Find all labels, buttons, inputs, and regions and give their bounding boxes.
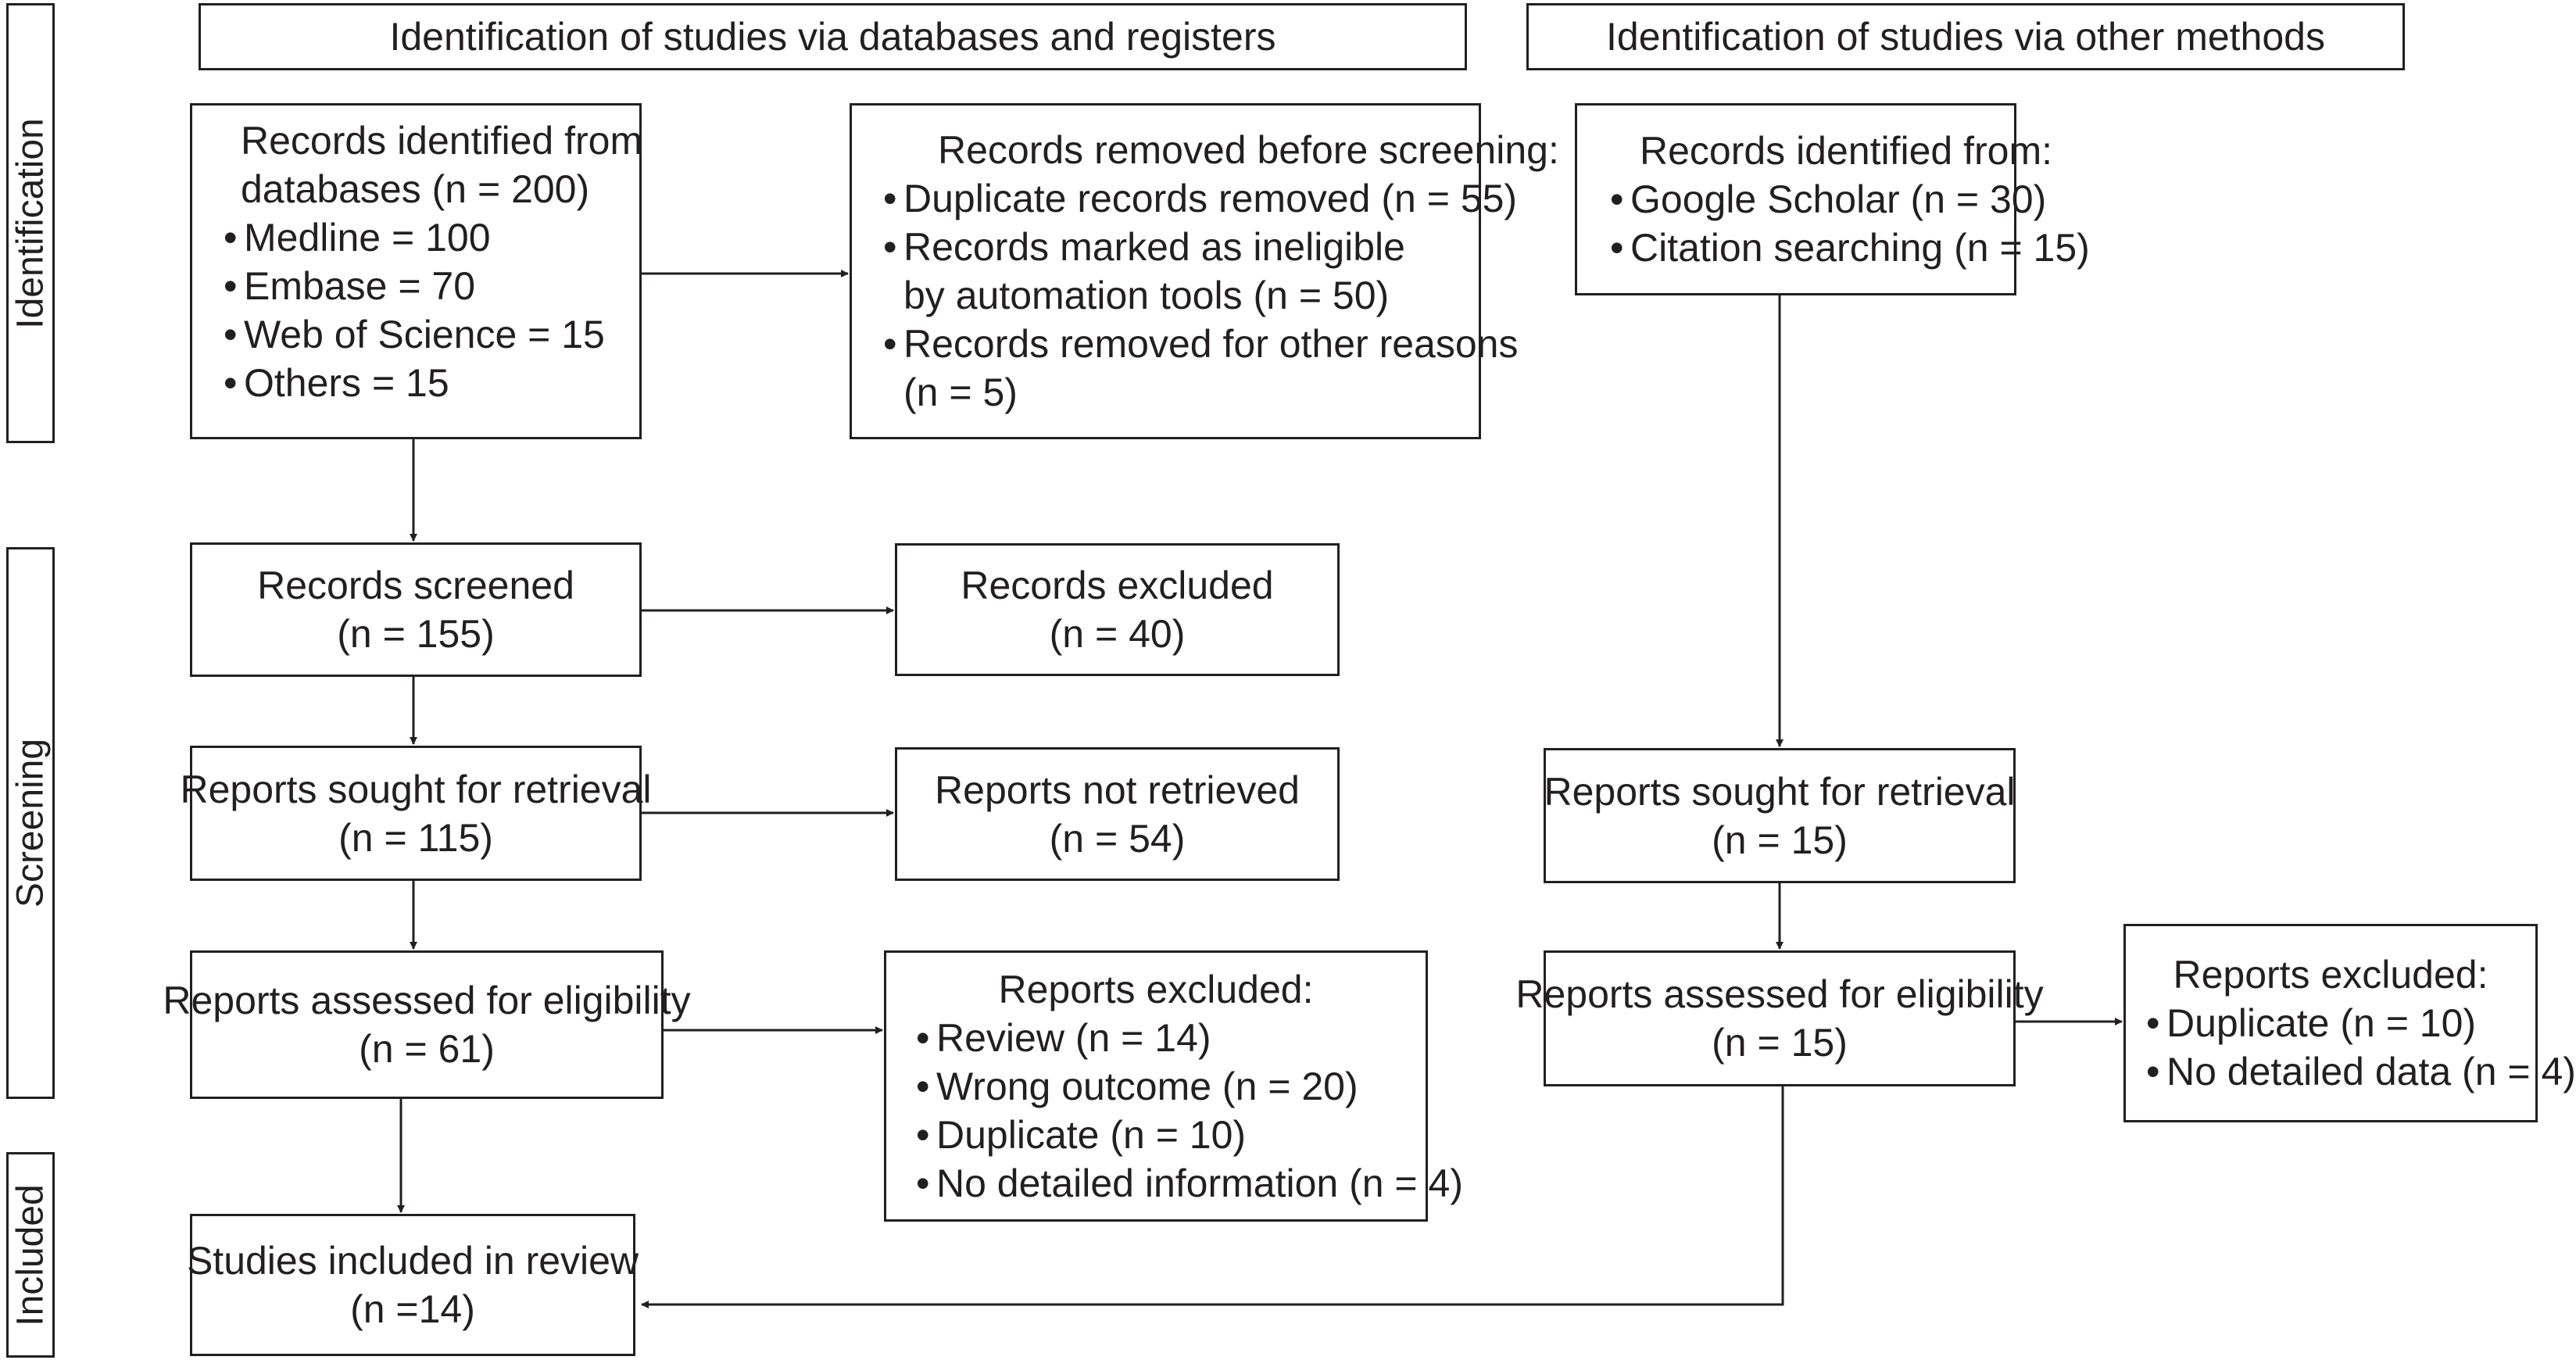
list-item: •Wrong outcome (n = 20) xyxy=(916,1064,1358,1108)
header-databases: Identification of studies via databases … xyxy=(199,3,1467,70)
other-reports-assessed-line1: Reports assessed for eligibility xyxy=(1515,972,2044,1016)
box-reports-excluded-databases: Reports excluded: •Review (n = 14) •Wron… xyxy=(884,950,1463,1222)
box-reports-not-retrieved: Reports not retrieved (n = 54) xyxy=(895,747,1340,881)
list-item-continuation: (n = 5) xyxy=(903,370,1018,414)
studies-included-line1: Studies included in review xyxy=(186,1239,639,1283)
list-item: •Records removed for other reasons xyxy=(883,322,1519,366)
reports-not-retrieved-line2: (n = 54) xyxy=(1049,816,1186,861)
header-other-methods: Identification of studies via other meth… xyxy=(1526,3,2405,70)
records-removed-title: Records removed before screening: xyxy=(938,128,1559,172)
list-item: •Duplicate (n = 10) xyxy=(2146,1001,2477,1045)
box-records-removed: Records removed before screening: •Dupli… xyxy=(850,103,1559,439)
header-other-methods-text: Identification of studies via other meth… xyxy=(1606,15,2325,59)
records-excluded-line1: Records excluded xyxy=(961,564,1274,607)
list-item: •Duplicate (n = 10) xyxy=(916,1112,1247,1157)
box-reports-sought-other: Reports sought for retrieval (n = 15) xyxy=(1544,748,2016,883)
reports-sought-line2: (n = 115) xyxy=(338,815,493,860)
reports-not-retrieved-line1: Reports not retrieved xyxy=(935,768,1300,812)
list-item: •Others = 15 xyxy=(224,361,449,405)
stage-identification: Identification xyxy=(6,3,55,443)
stage-screening: Screening xyxy=(6,547,55,1099)
list-item: •Citation searching (n = 15) xyxy=(1610,226,2090,270)
other-reports-assessed-line2: (n = 15) xyxy=(1712,1021,1848,1065)
list-item: •Records marked as ineligible xyxy=(883,225,1405,269)
box-reports-assessed-other: Reports assessed for eligibility (n = 15… xyxy=(1515,950,2044,1086)
list-item: •Google Scholar (n = 30) xyxy=(1610,177,2047,221)
records-excluded-line2: (n = 40) xyxy=(1049,612,1186,656)
list-item: •No detailed data (n = 4) xyxy=(2146,1050,2576,1093)
stage-included: Included xyxy=(6,1152,55,1358)
box-records-excluded: Records excluded (n = 40) xyxy=(895,543,1340,676)
list-item-continuation: by automation tools (n = 50) xyxy=(903,274,1390,317)
box-records-identified-databases: Records identified from databases (n = 2… xyxy=(190,103,642,439)
box-reports-excluded-other: Reports excluded: •Duplicate (n = 10) •N… xyxy=(2123,924,2576,1122)
list-item: •Embase = 70 xyxy=(224,264,476,308)
other-records-identified-title: Records identified from: xyxy=(1640,129,2053,173)
records-identified-line1: Records identified from xyxy=(241,119,643,163)
reports-excluded-title: Reports excluded: xyxy=(998,967,1314,1011)
list-item: •Review (n = 14) xyxy=(916,1015,1211,1060)
records-screened-line1: Records screened xyxy=(257,564,574,607)
box-records-screened: Records screened (n = 155) xyxy=(190,542,642,677)
other-reports-sought-line2: (n = 15) xyxy=(1712,818,1848,862)
list-item: •No detailed information (n = 4) xyxy=(916,1161,1463,1205)
reports-assessed-line1: Reports assessed for eligibility xyxy=(163,979,691,1022)
stage-screening-label: Screening xyxy=(9,738,52,908)
other-reports-sought-line1: Reports sought for retrieval xyxy=(1544,769,2016,814)
records-identified-line2: databases (n = 200) xyxy=(241,167,590,211)
list-item: •Duplicate records removed (n = 55) xyxy=(883,177,1518,220)
reports-assessed-line2: (n = 61) xyxy=(359,1027,495,1071)
arrow-other-assessed-to-included xyxy=(641,1086,1784,1308)
studies-included-line2: (n =14) xyxy=(350,1287,475,1331)
box-reports-assessed-databases: Reports assessed for eligibility (n = 61… xyxy=(163,950,691,1099)
header-databases-text: Identification of studies via databases … xyxy=(389,15,1276,59)
box-reports-sought-databases: Reports sought for retrieval (n = 115) xyxy=(180,746,652,881)
records-screened-line2: (n = 155) xyxy=(337,612,495,656)
box-records-identified-other: Records identified from: •Google Scholar… xyxy=(1575,103,2090,295)
list-item: •Web of Science = 15 xyxy=(224,313,605,356)
stage-identification-label: Identification xyxy=(9,117,52,329)
list-item: •Medline = 100 xyxy=(224,216,491,259)
reports-sought-line1: Reports sought for retrieval xyxy=(180,767,652,811)
box-studies-included: Studies included in review (n =14) xyxy=(187,1214,639,1356)
other-reports-excluded-title: Reports excluded: xyxy=(2173,953,2488,997)
stage-included-label: Included xyxy=(9,1183,52,1326)
